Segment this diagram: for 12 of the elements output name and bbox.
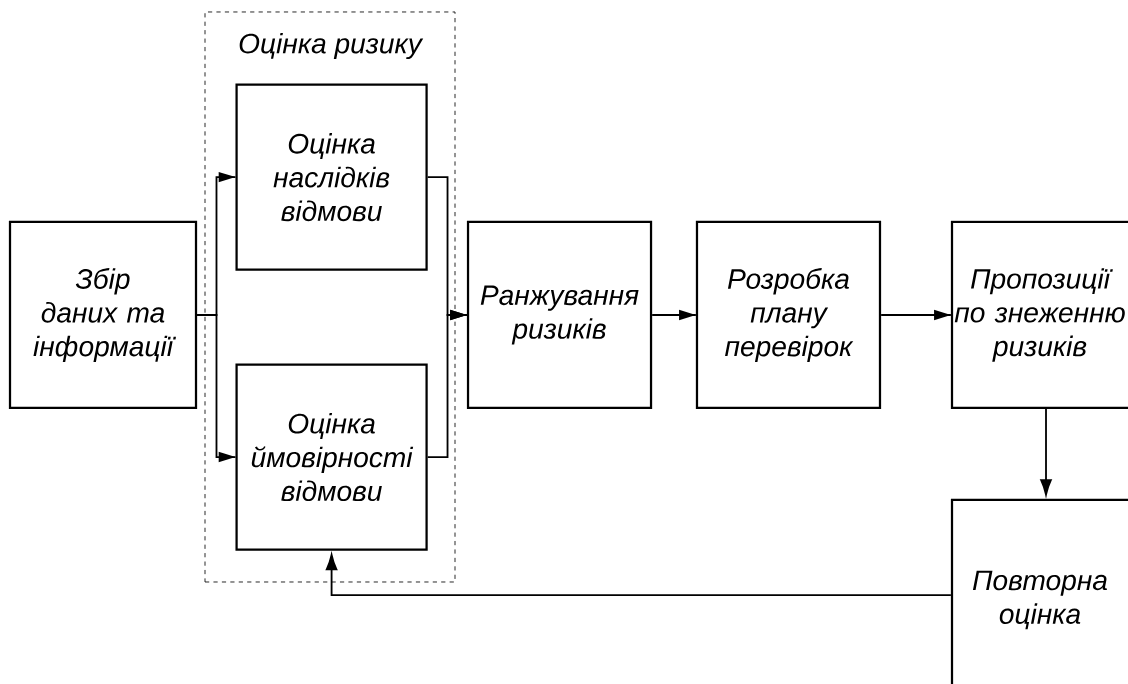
arrow bbox=[426, 309, 468, 458]
process-box: Розробка плану перевірок bbox=[695, 220, 882, 410]
arrow bbox=[196, 314, 237, 463]
arrow bbox=[880, 309, 952, 321]
process-box: Збір даних та інформації bbox=[8, 220, 198, 410]
arrow bbox=[1040, 408, 1052, 496]
process-box: Пропозиції по знеженню ризиків bbox=[950, 220, 1128, 410]
process-box: Оцінка наслідків відмови bbox=[235, 83, 428, 271]
process-box: Ранжування ризиків bbox=[466, 220, 653, 410]
process-box: Оцінка ймовірності відмови bbox=[235, 363, 428, 551]
arrow bbox=[651, 309, 697, 321]
process-box: Повторна оцінка bbox=[950, 498, 1128, 684]
